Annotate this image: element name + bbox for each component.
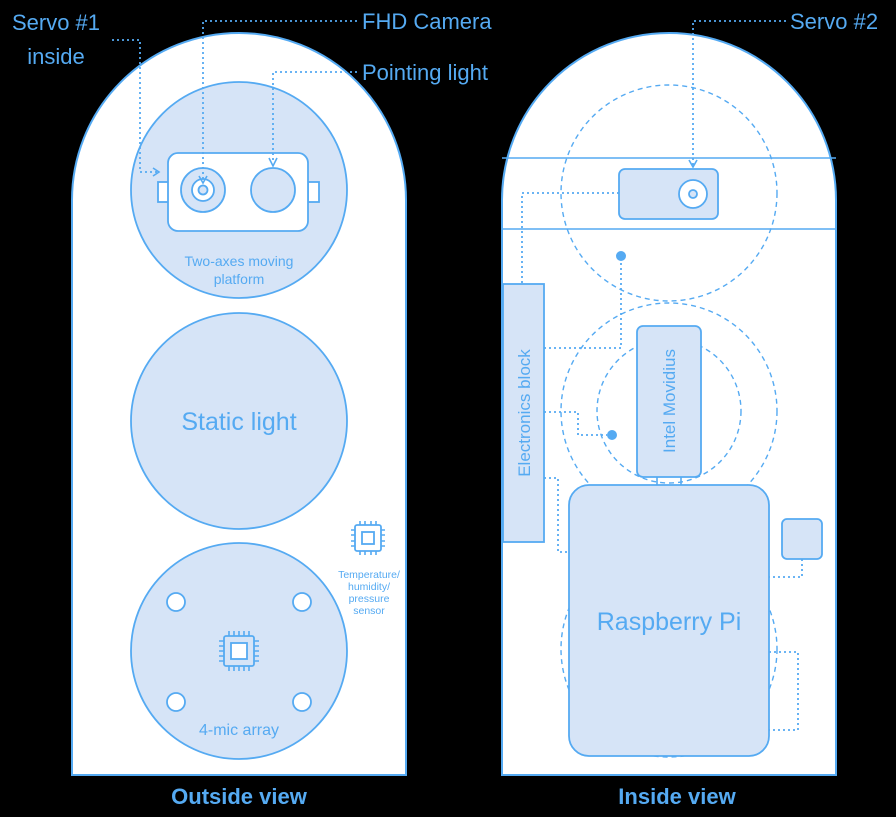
platform-label-line2: platform	[214, 271, 265, 287]
fhd-camera-arrowhead	[198, 175, 208, 185]
head-rotation-guide	[560, 84, 778, 302]
inside-view-caption: Inside view	[618, 784, 736, 809]
servo1-callout-line2: inside	[27, 44, 84, 69]
outside-view-panel: Two-axes moving platform Static light Te…	[12, 9, 492, 809]
servo2-callout: Servo #2	[790, 9, 878, 34]
intel-movidius-label: Intel Movidius	[660, 349, 679, 453]
wire-servo2-to-electronics	[521, 192, 619, 284]
fhd-camera-leader	[202, 20, 357, 182]
platform-right-tab	[307, 181, 320, 203]
sensor-chip-icon	[351, 521, 385, 555]
movidius-rotation-guide-outer	[560, 302, 778, 520]
wire-servo2-callout-leader	[692, 20, 786, 165]
servo1-arrowhead	[152, 167, 161, 177]
mic-3	[166, 692, 186, 712]
aux-module	[781, 518, 823, 560]
static-light-label: Static light	[181, 408, 296, 436]
fhd-camera-callout: FHD Camera	[362, 9, 492, 34]
mic-4	[292, 692, 312, 712]
movidius-rotation-guide-inner	[596, 338, 742, 484]
raspberry-pi-label: Raspberry Pi	[597, 608, 742, 636]
static-light-disc	[130, 312, 348, 530]
servo1-callout-line1: Servo #1	[12, 10, 100, 35]
camera-lens-core	[197, 184, 209, 196]
servo2-arrowhead	[688, 159, 698, 169]
wire-electronics-to-node-mid	[544, 411, 607, 436]
sensor-label-line3: pressure	[349, 593, 390, 605]
electronics-block	[502, 283, 545, 543]
sensor-label-line2: humidity/	[348, 581, 390, 593]
mic-1	[166, 592, 186, 612]
intel-movidius-block	[636, 325, 702, 478]
wire-node-mid	[607, 430, 617, 440]
outside-view-caption: Outside view	[171, 784, 308, 809]
wire-electronics-to-pi	[544, 477, 569, 553]
sensor-label-line1: Temperature/	[338, 569, 400, 581]
electronics-block-label: Electronics block	[515, 349, 534, 477]
pointing-light-callout: Pointing light	[362, 60, 488, 85]
raspberry-pi-board	[568, 484, 770, 757]
wire-node-top	[616, 251, 626, 261]
sensor-label-line4: sensor	[353, 605, 385, 617]
mic-2	[292, 592, 312, 612]
mic-processor-chip-icon	[219, 631, 259, 671]
wire-pi-loop	[769, 651, 799, 731]
mic-array-label: 4-mic array	[199, 722, 279, 739]
pointing-light-arrowhead	[268, 157, 278, 168]
wire-aux-to-pi	[769, 559, 803, 578]
pointing-light-lens	[250, 167, 296, 213]
platform-label-line1: Two-axes moving	[185, 253, 294, 269]
wire-electronics-to-node-top	[544, 261, 622, 349]
inside-view-panel: Electronics block Intel Movidius Raspber…	[501, 9, 878, 809]
servo2-shaft	[688, 189, 698, 199]
